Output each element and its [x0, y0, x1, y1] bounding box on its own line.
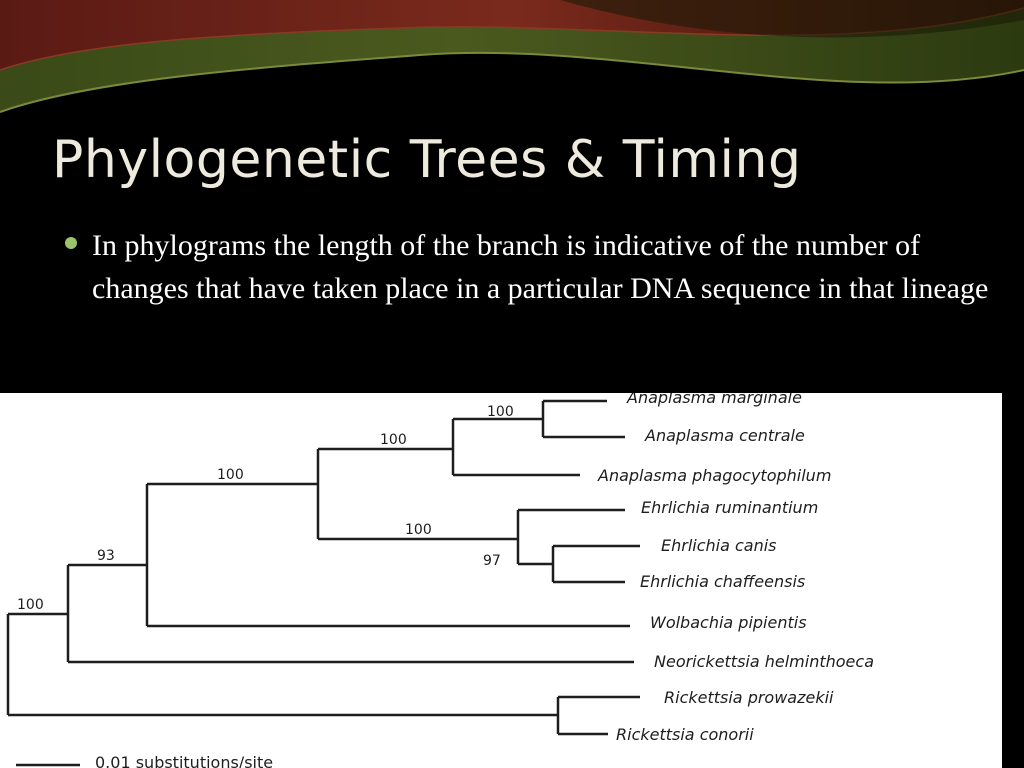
tree-branches — [6, 399, 640, 767]
bullet-text: In phylograms the length of the branch i… — [92, 229, 989, 305]
slide-title: Phylogenetic Trees & Timing — [52, 130, 802, 190]
scale-label: 0.01 substitutions/site — [95, 753, 273, 768]
phylogram-figure: Anaplasma marginale Anaplasma centrale A… — [0, 393, 1002, 768]
header-wave-decoration — [0, 0, 1024, 113]
support-value: 100 — [380, 432, 407, 448]
bullet-marker — [65, 237, 77, 249]
taxon-label: Anaplasma centrale — [644, 426, 805, 445]
support-values: 100 100 100 100 97 93 100 — [17, 404, 514, 613]
taxon-label: Wolbachia pipientis — [650, 613, 807, 632]
taxon-label: Anaplasma marginale — [626, 393, 802, 407]
taxon-label: Rickettsia prowazekii — [664, 688, 834, 707]
taxon-label: Ehrlichia ruminantium — [641, 498, 818, 517]
taxon-label: Neorickettsia helminthoeca — [654, 652, 874, 671]
support-value: 100 — [405, 522, 432, 538]
support-value: 97 — [483, 553, 501, 569]
taxon-label: Ehrlichia chaffeensis — [640, 572, 805, 591]
support-value: 100 — [487, 404, 514, 420]
support-value: 100 — [217, 467, 244, 483]
taxon-label: Ehrlichia canis — [661, 536, 777, 555]
taxon-label: Anaplasma phagocytophilum — [597, 466, 831, 485]
taxon-labels: Anaplasma marginale Anaplasma centrale A… — [597, 393, 874, 744]
phylogram-svg: Anaplasma marginale Anaplasma centrale A… — [6, 393, 874, 768]
support-value: 100 — [17, 597, 44, 613]
support-value: 93 — [97, 548, 115, 564]
taxon-label: Rickettsia conorii — [616, 725, 754, 744]
